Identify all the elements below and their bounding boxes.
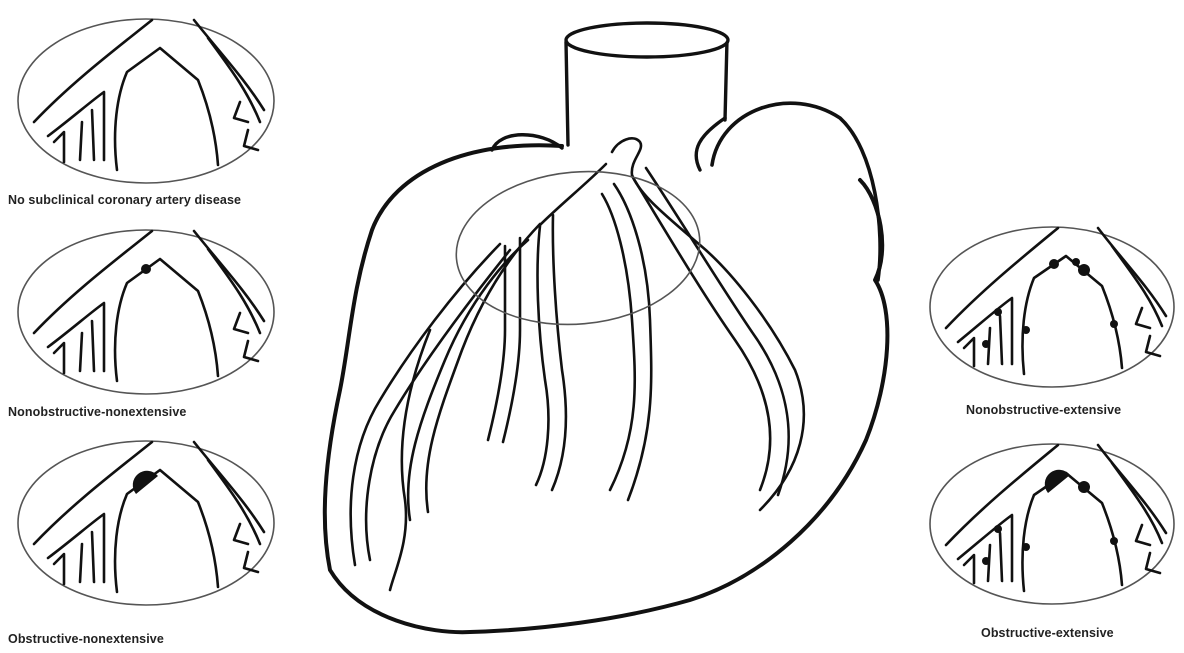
aorta <box>566 23 728 145</box>
artery-tree <box>946 445 1166 591</box>
artery-tree <box>34 20 264 170</box>
coronary-arteries <box>351 138 804 590</box>
magnified-region-oval <box>450 162 706 335</box>
caption-no-disease: No subclinical coronary artery disease <box>8 193 241 207</box>
caption-nonobstructive-extensive: Nonobstructive-extensive <box>966 403 1121 417</box>
caption-nonobstructive-nonextensive: Nonobstructive-nonextensive <box>8 405 186 419</box>
caption-obstructive-extensive: Obstructive-extensive <box>981 626 1114 640</box>
artery-tree <box>946 228 1166 374</box>
panel-obstructive-nonextensive <box>12 432 280 614</box>
panel-nonobstructive-extensive <box>924 218 1180 396</box>
plaque-small <box>141 264 151 274</box>
plaques-multiple <box>982 258 1118 348</box>
caption-obstructive-nonextensive: Obstructive-nonextensive <box>8 632 164 646</box>
plaque-large <box>133 471 158 494</box>
panel-nonobstructive-nonextensive <box>12 221 280 403</box>
left-atrium <box>712 103 880 280</box>
left-main-artery <box>34 20 152 122</box>
lad-branch <box>115 48 218 170</box>
panel-obstructive-extensive <box>924 435 1180 613</box>
heart-illustration <box>300 6 900 646</box>
plaques-multiple <box>982 470 1118 565</box>
artery-tree <box>34 231 264 381</box>
panel-no-disease <box>12 10 280 192</box>
artery-tree <box>34 442 264 592</box>
diagonal-branch <box>48 92 104 160</box>
